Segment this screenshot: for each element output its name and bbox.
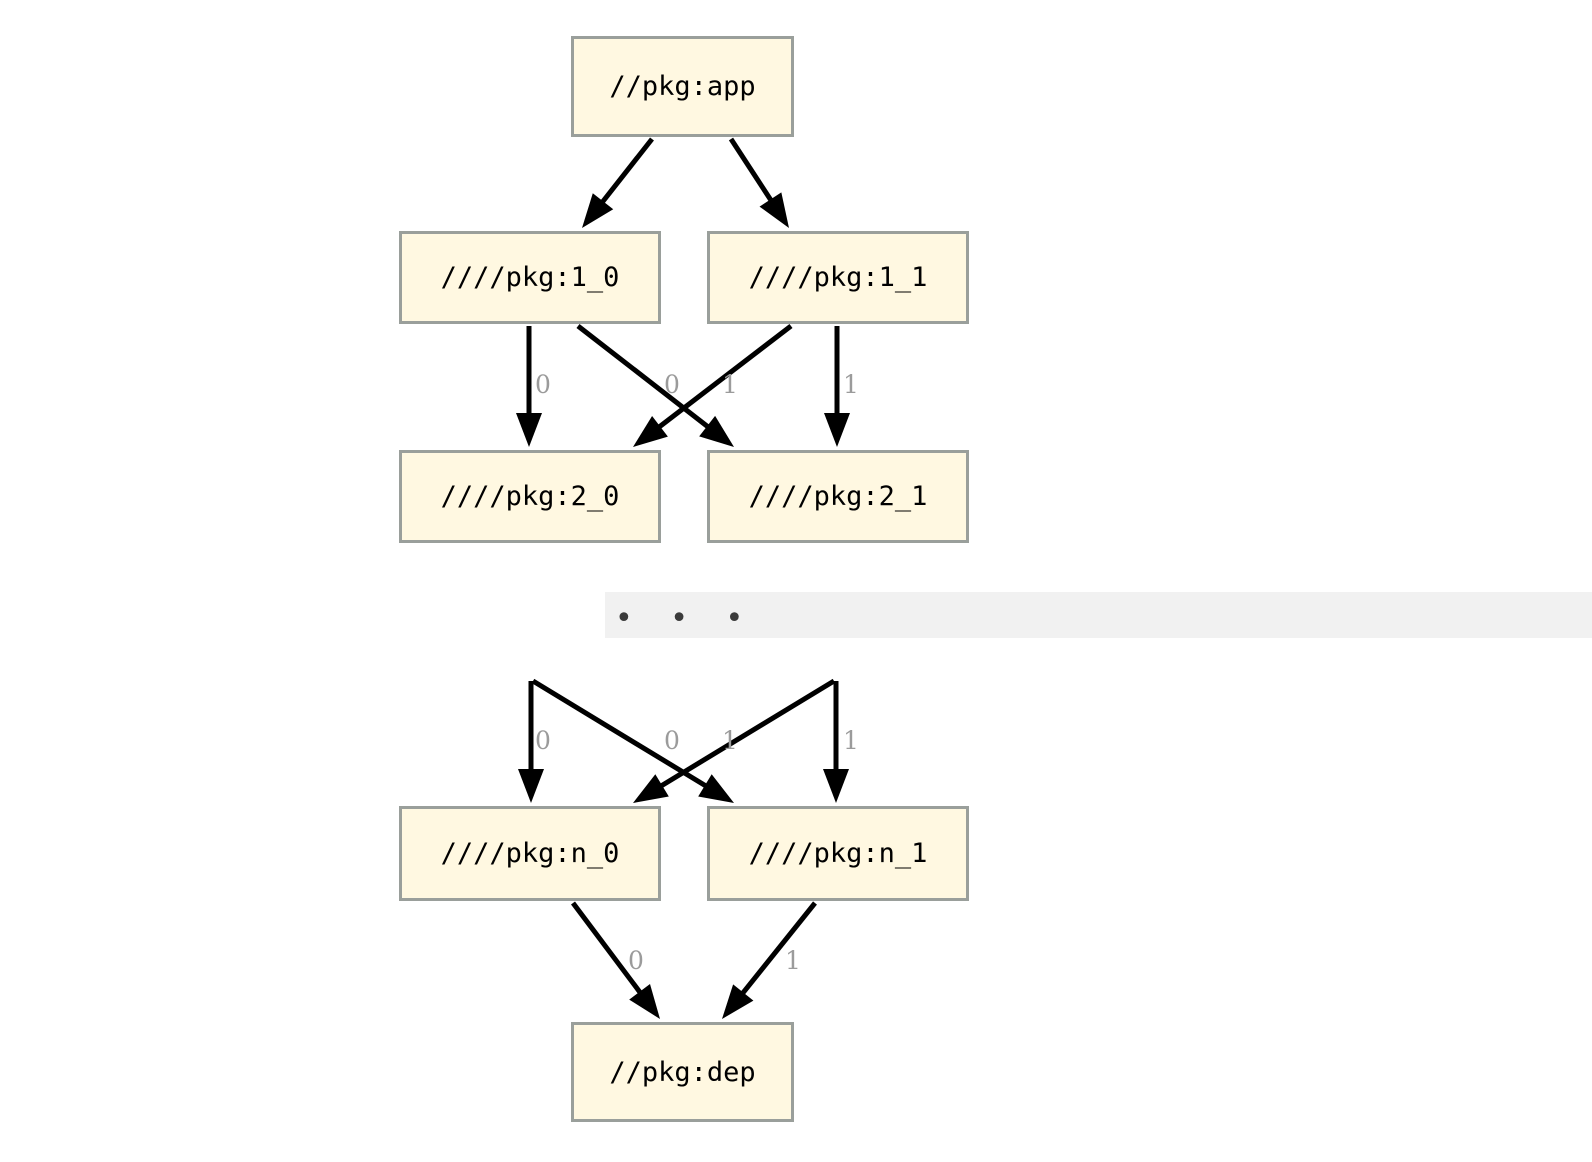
node-n2_1[interactable]: ////pkg:2_1 bbox=[707, 450, 969, 543]
edge-e-app-1_1 bbox=[728, 137, 776, 206]
node-label: //pkg:dep bbox=[609, 1056, 756, 1088]
edge-label-e-1_0-2_0: 0 bbox=[535, 370, 551, 399]
edge-e-n_0-dep bbox=[571, 901, 646, 999]
arrowhead-icon bbox=[633, 416, 668, 447]
arrowhead-icon bbox=[516, 413, 542, 447]
node-label: ////pkg:1_1 bbox=[748, 262, 928, 293]
edge-e-n_1-dep bbox=[737, 901, 817, 999]
arrowhead-icon bbox=[759, 192, 789, 228]
node-nn_0[interactable]: ////pkg:n_0 bbox=[399, 806, 661, 901]
edge-labels-group: 0 1 0 1 0 1 0 1 0 1 bbox=[535, 370, 859, 975]
node-dep[interactable]: //pkg:dep bbox=[571, 1022, 794, 1122]
edge-label-e-1_1-2_1: 1 bbox=[843, 370, 859, 399]
edges-group bbox=[516, 137, 850, 1019]
edge-label-e-1_1-2_0: 0 bbox=[664, 370, 680, 399]
node-label: ////pkg:n_0 bbox=[440, 838, 620, 869]
node-n1_1[interactable]: ////pkg:1_1 bbox=[707, 231, 969, 324]
edge-label-e-y-n_1: 1 bbox=[843, 726, 859, 755]
node-label: ////pkg:2_0 bbox=[440, 481, 620, 512]
edge-label-e-x-n_1b: 1 bbox=[722, 726, 738, 755]
ellipsis-separator: • • • bbox=[605, 592, 1592, 638]
node-label: ////pkg:n_1 bbox=[748, 838, 928, 869]
edge-label-e-y-n_0b: 0 bbox=[664, 726, 680, 755]
edge-e-y-n_0b bbox=[655, 678, 836, 791]
edge-e-app-1_0 bbox=[597, 137, 654, 208]
ellipsis-dots: • • • bbox=[615, 601, 758, 636]
arrowhead-icon bbox=[824, 413, 850, 447]
node-n2_0[interactable]: ////pkg:2_0 bbox=[399, 450, 661, 543]
edge-label-e-1_0-2_1: 1 bbox=[722, 370, 738, 399]
node-label: //pkg:app bbox=[609, 71, 756, 102]
edge-e-1_0-2_1 bbox=[576, 324, 714, 432]
arrowhead-icon bbox=[518, 769, 544, 803]
node-nn_1[interactable]: ////pkg:n_1 bbox=[707, 806, 969, 901]
arrowhead-icon bbox=[582, 193, 614, 228]
node-n1_0[interactable]: ////pkg:1_0 bbox=[399, 231, 661, 324]
arrowhead-icon bbox=[823, 769, 849, 803]
edge-label-e-n_1-dep: 1 bbox=[785, 946, 801, 975]
arrowhead-icon bbox=[699, 415, 734, 447]
edge-label-e-x-n_0: 0 bbox=[535, 726, 551, 755]
edge-label-e-n_0-dep: 0 bbox=[628, 946, 644, 975]
node-app[interactable]: //pkg:app bbox=[571, 36, 794, 137]
arrowhead-icon bbox=[629, 984, 660, 1019]
edge-e-x-n_1b bbox=[531, 678, 712, 791]
arrowhead-icon bbox=[633, 774, 669, 803]
arrowhead-icon bbox=[698, 774, 734, 803]
node-label: ////pkg:2_1 bbox=[748, 481, 928, 512]
arrowhead-icon bbox=[722, 984, 754, 1019]
node-label: ////pkg:1_0 bbox=[440, 262, 620, 293]
edge-e-1_1-2_0 bbox=[653, 324, 793, 432]
